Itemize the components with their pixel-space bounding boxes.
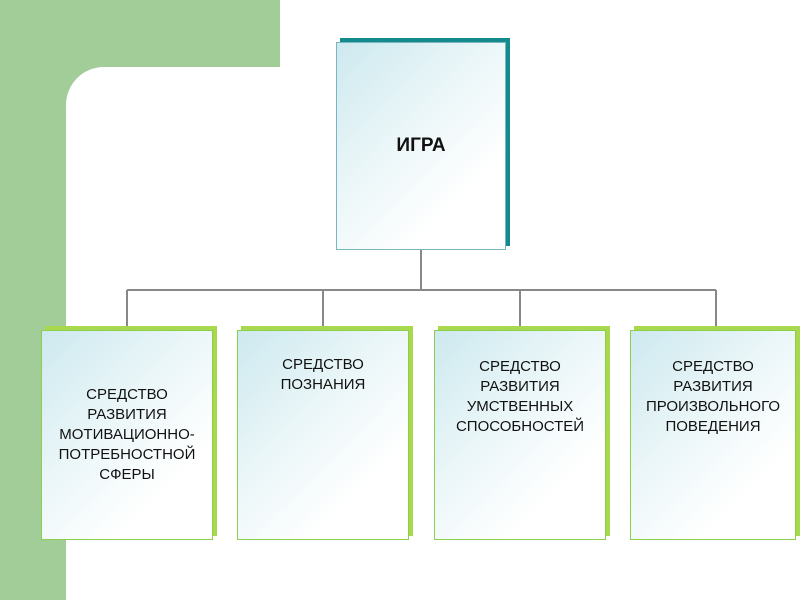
child-node-box-3: СРЕДСТВО РАЗВИТИЯ УМСТВЕННЫХ СПОСОБНОСТЕ…: [434, 330, 606, 540]
child-node-label-1: СРЕДСТВО РАЗВИТИЯ МОТИВАЦИОННО- ПОТРЕБНО…: [58, 386, 196, 483]
child-node-box-1: СРЕДСТВО РАЗВИТИЯ МОТИВАЦИОННО- ПОТРЕБНО…: [41, 330, 213, 540]
root-node-label: ИГРА: [396, 135, 446, 156]
child-node-label-3: СРЕДСТВО РАЗВИТИЯ УМСТВЕННЫХ СПОСОБНОСТЕ…: [455, 358, 585, 435]
child-node-label-2: СРЕДСТВО ПОЗНАНИЯ: [280, 356, 366, 393]
child-node-box-4: СРЕДСТВО РАЗВИТИЯ ПРОИЗВОЛЬНОГО ПОВЕДЕНИ…: [630, 330, 796, 540]
child-node-box-2: СРЕДСТВО ПОЗНАНИЯ: [237, 330, 409, 540]
child-node-label-4: СРЕДСТВО РАЗВИТИЯ ПРОИЗВОЛЬНОГО ПОВЕДЕНИ…: [645, 358, 781, 435]
root-node-box: ИГРА: [336, 42, 506, 250]
